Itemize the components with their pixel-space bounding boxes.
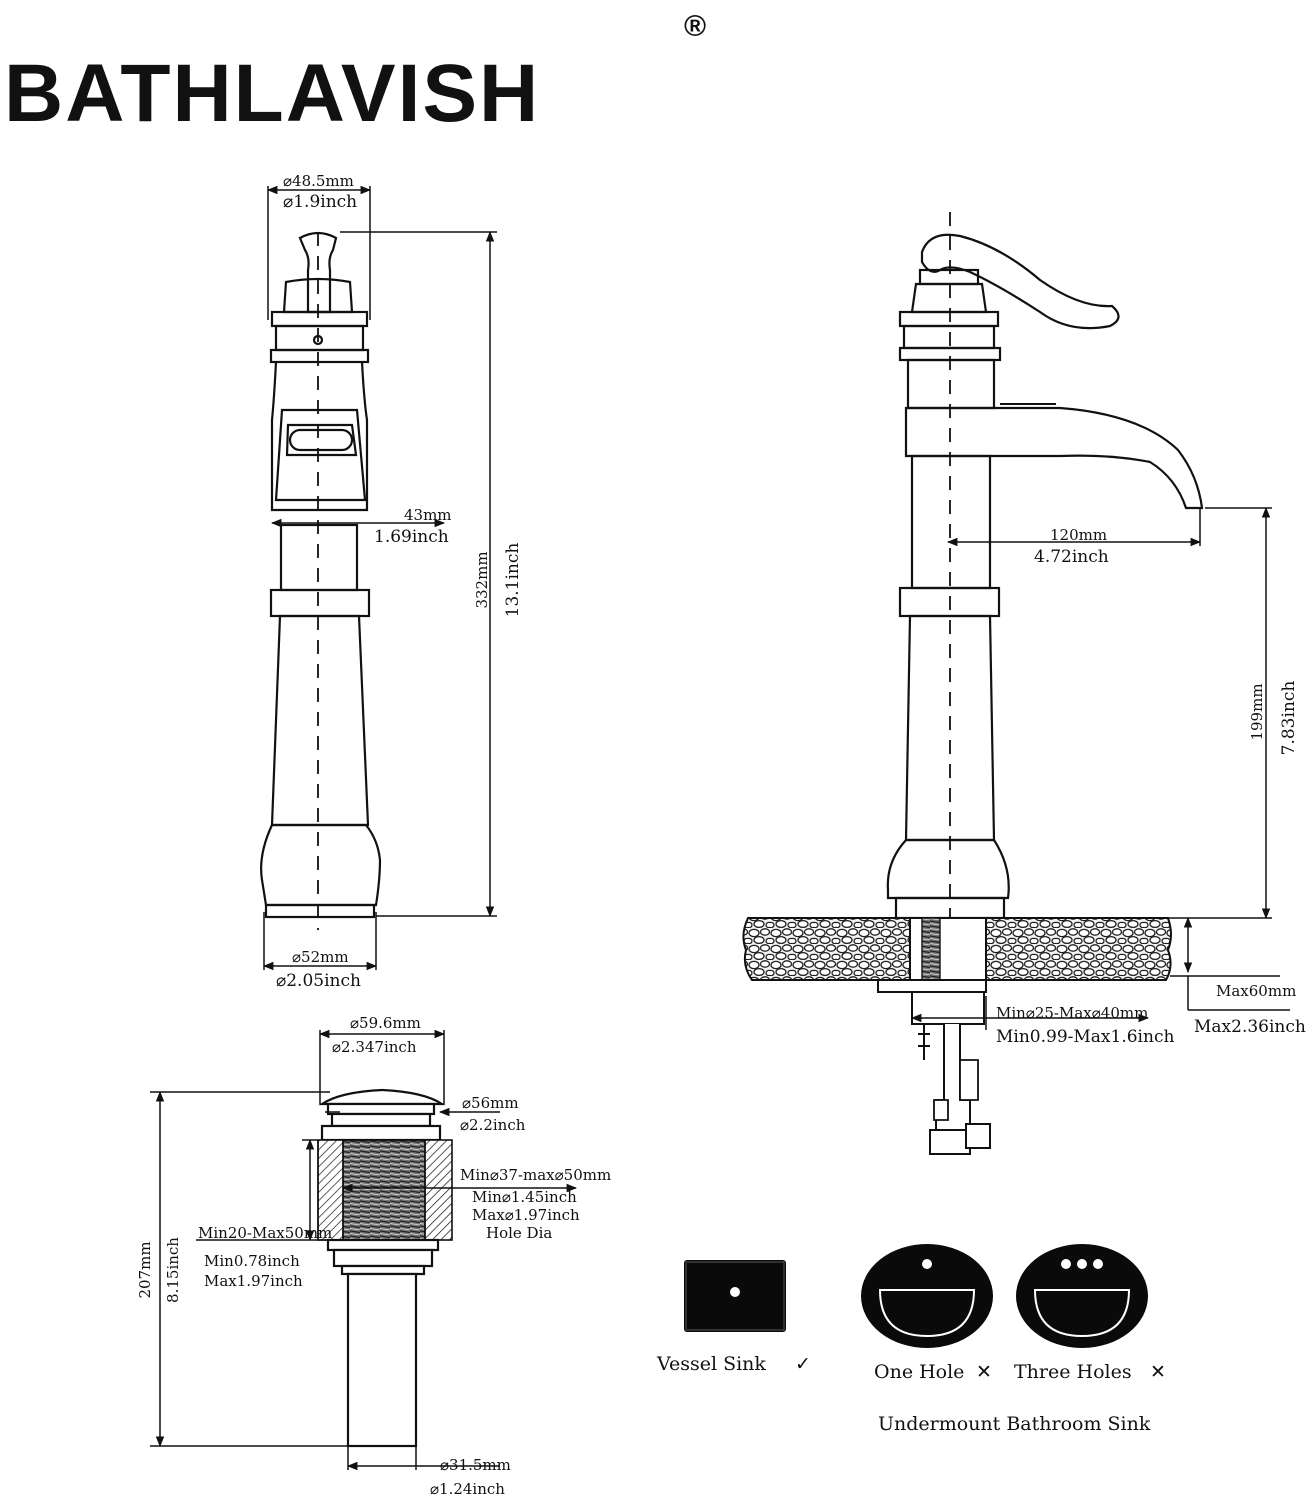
drain-dimensions [150,1029,578,1471]
drain-hole-range-mm: Min⌀37-max⌀50mm [460,1166,611,1184]
front-top-diameter-in: ⌀1.9inch [283,192,357,212]
side-reach-in: 4.72inch [1034,547,1109,567]
drain-flange-diameter-mm: ⌀56mm [462,1094,519,1112]
deck-max-mm: Max60mm [1216,982,1296,1000]
drain-tail-diameter-mm: ⌀31.5mm [440,1456,511,1474]
front-handle-lever [298,231,338,314]
drain-cap-diameter-in: ⌀2.347inch [332,1038,417,1056]
side-handle-lever [920,233,1120,330]
three-holes-sink-icon [1016,1244,1148,1348]
brand-logo: BATHLAVISH ® [4,10,706,139]
countertop-section [742,917,1172,1155]
front-handle-depth-in: 1.69inch [374,527,449,547]
side-reach-mm: 120mm [1050,526,1107,544]
three-holes-x-mark: ✕ [1150,1361,1166,1383]
mounting-nut [877,979,987,993]
one-hole-label: One Hole [874,1361,964,1383]
front-base-diameter-in: ⌀2.05inch [276,971,361,991]
one-hole-x-mark: ✕ [976,1361,992,1383]
side-spout-height-mm: 199mm [1248,683,1266,740]
drain-thread [342,1139,426,1241]
side-hole-range-mm: Min⌀25-Max⌀40mm [996,1004,1148,1022]
brand-name: BATHLAVISH [4,48,540,139]
front-spout-face [274,408,367,502]
drain-height-in: 8.15inch [164,1237,182,1303]
one-hole-sink-icon [861,1244,993,1348]
drain-flange-diameter-in: ⌀2.2inch [460,1116,526,1134]
front-height-in: 13.1inch [503,543,523,618]
side-spout-height-in: 7.83inch [1279,681,1299,756]
drain-thickness-min-in: Min0.78inch [204,1252,300,1270]
side-dimensions [910,506,1290,1030]
undermount-caption: Undermount Bathroom Sink [878,1413,1151,1435]
registered-mark: ® [684,10,706,43]
vessel-check-mark: ✓ [795,1353,811,1375]
drain-hole-note: Hole Dia [486,1224,552,1242]
front-base [260,823,382,907]
drain-cap [318,1088,446,1106]
drain-cap-diameter-mm: ⌀59.6mm [350,1014,421,1032]
drain-tail-diameter-in: ⌀1.24inch [430,1480,505,1498]
deck-max-in: Max2.36inch [1194,1017,1306,1037]
front-handle-depth-mm: 43mm [404,506,452,524]
faucet-side-view [886,212,1204,1030]
side-base [886,838,1010,900]
drain-hole-min-in: Min⌀1.45inch [472,1188,577,1206]
side-hole-range-in: Min0.99-Max1.6inch [996,1027,1174,1047]
front-collar [269,588,371,618]
front-top-diameter-mm: ⌀48.5mm [283,172,354,190]
pop-up-drain [317,1088,453,1448]
front-dimensions [262,185,497,971]
drain-thickness-range-mm: Min20-Max50mm [198,1224,332,1242]
drain-thickness-max-in: Max1.97inch [204,1272,303,1290]
vessel-sink-icon [684,1260,786,1332]
mounting-thread [921,917,941,981]
drain-hole-max-in: Max⌀1.97inch [472,1206,580,1224]
drain-flange [320,1124,442,1142]
vessel-sink-label: Vessel Sink [656,1353,766,1375]
three-holes-label: Three Holes [1014,1361,1132,1383]
side-waterfall-spout [904,406,1204,510]
drain-height-mm: 207mm [136,1241,154,1298]
front-height-mm: 332mm [473,551,491,608]
front-base-diameter-mm: ⌀52mm [292,948,349,966]
drain-tailpiece [346,1272,418,1448]
faucet-front-view [260,231,382,930]
